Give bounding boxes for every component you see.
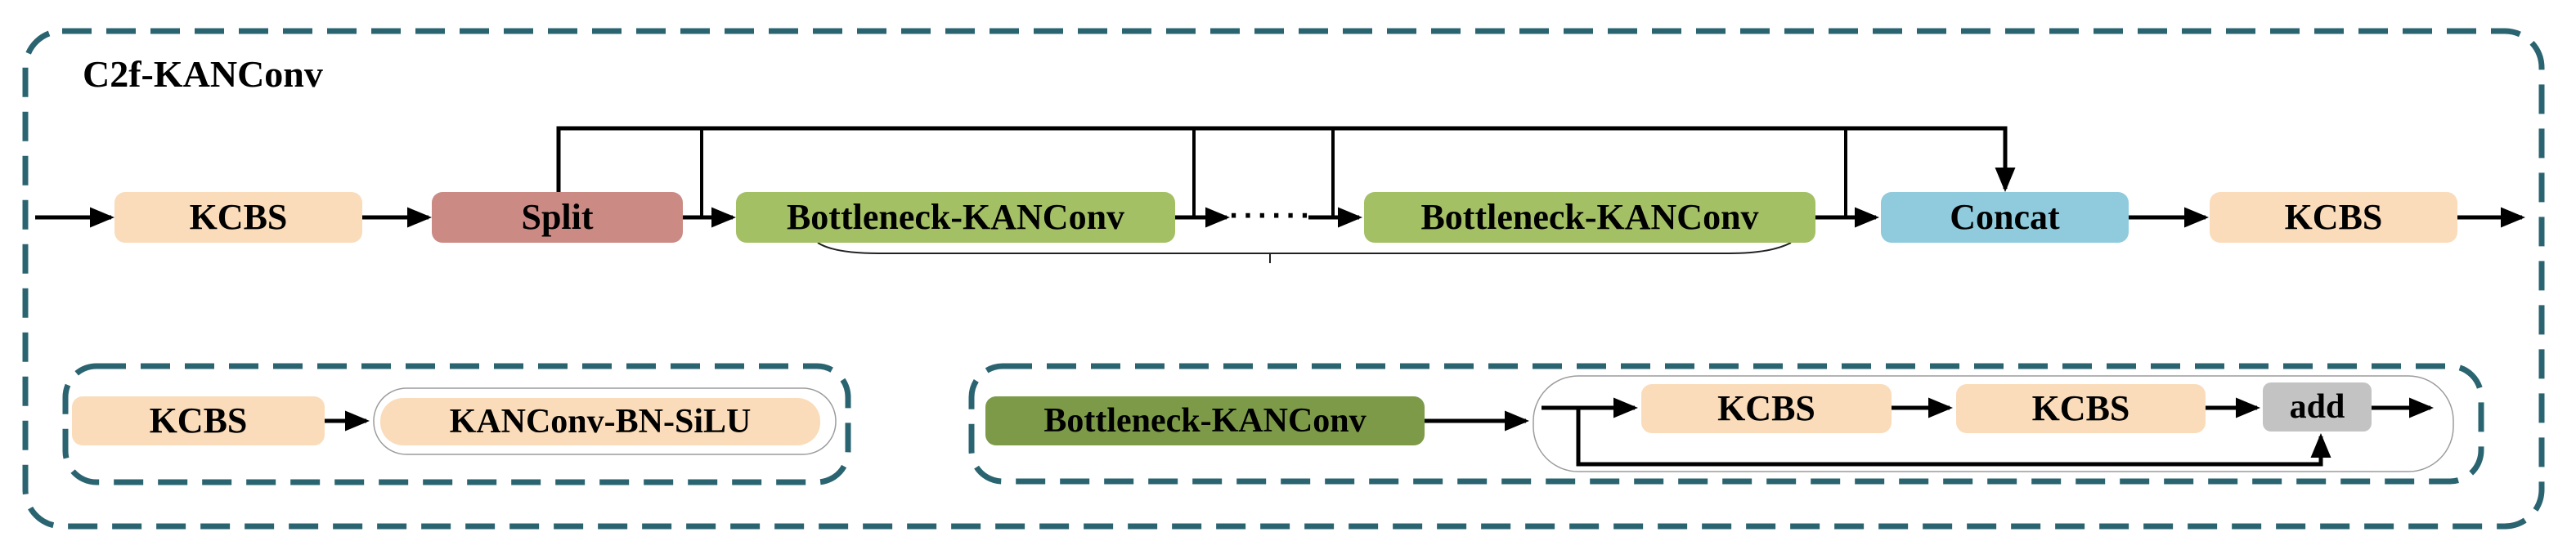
node-kcbs-in: KCBS <box>114 192 362 243</box>
ellipsis-dots: ······ <box>1228 201 1315 230</box>
bottleneck-detail-frame <box>968 363 2484 485</box>
node-kanconv-bn-silu: KANConv-BN-SiLU <box>380 398 820 445</box>
kcbs-detail-frame <box>62 363 851 485</box>
node-add: add <box>2263 382 2372 432</box>
node-split: Split <box>432 192 683 243</box>
node-kcbs-legend: KCBS <box>72 396 325 445</box>
residual-skip-to-add <box>1576 408 2331 467</box>
node-kcbs-out: KCBS <box>2210 192 2457 243</box>
node-bottleneck-2: Bottleneck-KANConv <box>1364 192 1815 243</box>
skip-line-split-to-concat <box>556 126 2016 193</box>
bottleneck-underbrace <box>817 242 1792 254</box>
node-kcbs-inner-1: KCBS <box>1641 384 1892 433</box>
diagram-title: C2f-KANConv <box>83 53 323 95</box>
node-bottleneck-1: Bottleneck-KANConv <box>736 192 1175 243</box>
node-bottleneck-legend: Bottleneck-KANConv <box>985 396 1425 445</box>
outer-dashed-frame <box>22 28 2545 530</box>
node-kcbs-inner-2: KCBS <box>1956 384 2206 433</box>
node-concat: Concat <box>1881 192 2129 243</box>
